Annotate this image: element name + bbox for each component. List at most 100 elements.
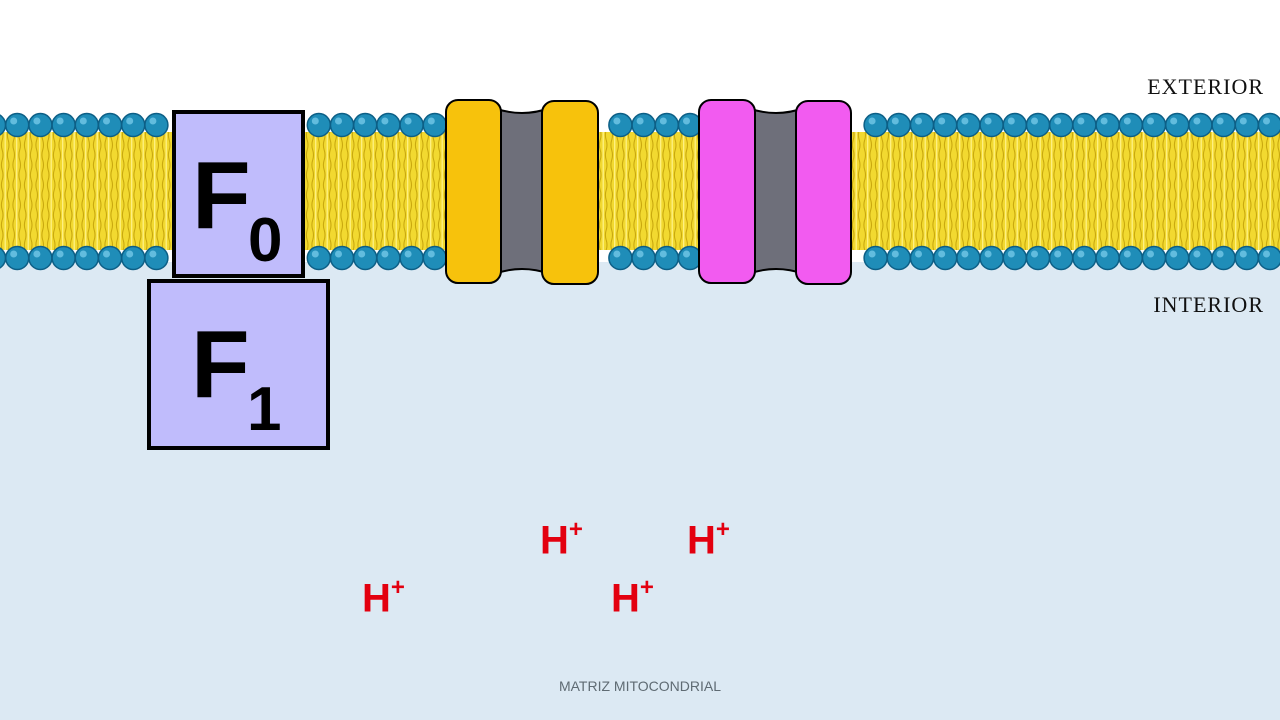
proton-ion: H+: [687, 518, 730, 563]
lipid-head-highlight: [915, 117, 922, 125]
proton-charge: +: [390, 574, 405, 601]
lipid-head: [1234, 112, 1260, 138]
lipid-head: [1164, 112, 1190, 138]
lipid-head-highlight: [938, 250, 946, 258]
lipid-head-highlight: [868, 117, 876, 125]
lipid-head-highlight: [427, 250, 435, 258]
lipid-head-highlight: [1123, 117, 1131, 125]
lipid-head-highlight: [1170, 250, 1178, 258]
lipid-head: [1257, 245, 1280, 271]
lipid-head: [144, 112, 169, 138]
lipid-head: [399, 245, 424, 271]
yellow-channel-protein: [445, 99, 599, 285]
lipid-head-highlight: [404, 250, 412, 258]
lipid-head: [422, 245, 448, 271]
lipid-head-highlight: [1007, 117, 1015, 125]
lipid-head: [654, 112, 680, 138]
magenta-channel-protein: [698, 99, 852, 285]
lipid-head: [1072, 245, 1097, 271]
lipid-head-highlight: [938, 117, 946, 125]
f0-letter: F: [192, 142, 251, 249]
lipid-head: [97, 245, 123, 271]
lipid-head-highlight: [56, 117, 64, 125]
lipid-head: [1025, 112, 1051, 138]
lipid-head: [956, 112, 981, 138]
proton-symbol: H: [611, 576, 640, 621]
proton-symbol: H: [687, 518, 716, 563]
lipid-head-highlight: [358, 117, 366, 125]
lipid-head-highlight: [311, 250, 319, 258]
lipid-head-highlight: [1031, 250, 1038, 258]
lipid-head-highlight: [1054, 117, 1062, 125]
lipid-head-highlight: [1239, 117, 1247, 125]
lipid-head-highlight: [1216, 117, 1224, 125]
lipid-head: [1048, 245, 1074, 271]
lipid-head-highlight: [1054, 250, 1062, 258]
lipid-head: [120, 112, 146, 138]
lipid-head-highlight: [1193, 117, 1201, 125]
lipid-head-highlight: [10, 250, 18, 258]
lipid-head: [863, 112, 888, 138]
lipid-head-highlight: [311, 117, 319, 125]
lipid-head: [422, 112, 448, 138]
proton-symbol: H: [540, 518, 569, 563]
lipid-head-highlight: [683, 117, 690, 125]
lipid-head: [631, 112, 656, 138]
lipid-head: [1141, 245, 1167, 271]
lipid-head: [863, 245, 888, 271]
lipid-head: [51, 112, 76, 138]
lipid-head-highlight: [381, 117, 389, 125]
lipid-head-highlight: [1216, 250, 1224, 258]
lipid-head: [74, 112, 100, 138]
matrix-label: MATRIZ MITOCONDRIAL: [558, 678, 722, 694]
lipid-head: [631, 245, 656, 271]
lipid-head: [1002, 245, 1028, 271]
lipid-head: [979, 112, 1004, 138]
lipid-head-highlight: [1077, 117, 1085, 125]
lipid-head: [1095, 245, 1120, 271]
atp-synthase-f1-subunit: F 1: [147, 279, 330, 450]
lipid-head: [4, 112, 30, 138]
lipid-head-highlight: [33, 250, 41, 258]
lipid-head: [1118, 112, 1144, 138]
lipid-head: [1025, 245, 1051, 271]
lipid-head-highlight: [149, 117, 157, 125]
lipid-head: [1048, 112, 1074, 138]
lipid-head: [886, 245, 912, 271]
lipid-head-highlight: [915, 250, 922, 258]
lipid-head: [886, 112, 912, 138]
lipid-head-highlight: [56, 250, 64, 258]
lipid-head-highlight: [868, 250, 876, 258]
lipid-head-highlight: [1100, 117, 1108, 125]
lipid-head: [144, 245, 169, 271]
lipid-head: [1257, 112, 1280, 138]
lipid-head: [399, 112, 424, 138]
lipid-head: [28, 112, 53, 138]
lipid-head-highlight: [381, 250, 389, 258]
lipid-head-highlight: [636, 250, 644, 258]
lipid-head: [329, 112, 355, 138]
proton-ion: H+: [362, 576, 405, 621]
lipid-head-highlight: [1147, 117, 1154, 125]
lipid-head-highlight: [103, 250, 110, 258]
lipid-head-highlight: [1263, 250, 1270, 258]
lipid-heads-outer-layer: [0, 112, 1280, 138]
lipid-head-highlight: [10, 117, 18, 125]
lipid-head-highlight: [149, 250, 157, 258]
lipid-head: [1118, 245, 1144, 271]
lipid-head-highlight: [1193, 250, 1201, 258]
lipid-head-highlight: [103, 117, 110, 125]
lipid-head: [608, 112, 633, 138]
yellow-channel-subunit-right: [541, 100, 599, 285]
lipid-head-highlight: [1100, 250, 1108, 258]
lipid-head: [979, 245, 1004, 271]
lipid-head: [932, 245, 958, 271]
f0-subscript: 0: [248, 206, 283, 275]
lipid-head-highlight: [1147, 250, 1154, 258]
lipid-head: [352, 112, 378, 138]
proton-symbol: H: [362, 576, 391, 621]
lipid-head: [1211, 245, 1236, 271]
f1-letter: F: [191, 311, 250, 418]
lipid-head-highlight: [1123, 250, 1131, 258]
